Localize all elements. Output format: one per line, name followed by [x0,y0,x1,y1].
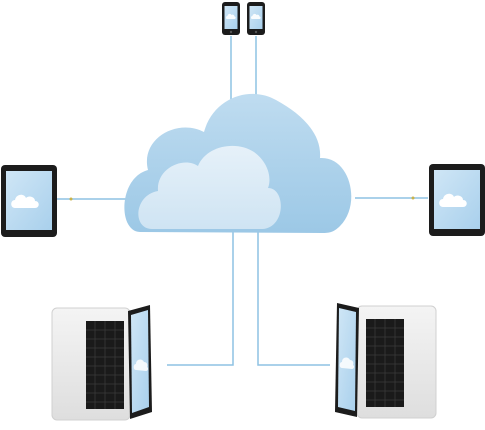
cloud-icon [11,194,39,208]
cloud-icon [439,193,467,207]
tablet-left [1,165,57,237]
laptop-left [51,305,152,421]
cloud-icon [339,357,355,369]
keyboard [366,319,404,407]
keyboard [86,321,124,409]
cloud-icon [225,13,236,19]
connector-laptop-right [257,232,330,366]
cloud-icon [250,13,261,19]
connector-laptop-left [167,232,234,366]
tablet-right [429,164,485,236]
cloud-icon [133,359,149,371]
laptop-right [335,303,437,419]
cloud-icon [124,93,352,233]
connectors [57,36,428,366]
smartphone-right [247,2,265,35]
connector-dots [69,196,415,201]
smartphone-left [222,2,240,35]
